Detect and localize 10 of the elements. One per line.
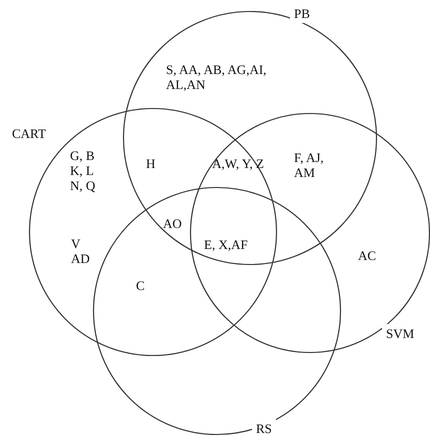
region-members: S, AA, AB, AG,AI, AL,AN [166, 62, 268, 92]
region-members: H [146, 156, 156, 171]
region-members: V AD [71, 236, 91, 266]
region-members: C [136, 278, 146, 293]
region-members: A,W, Y, Z [212, 156, 264, 171]
region-members: G, B K, L N, Q [70, 148, 96, 193]
region-members: AC [358, 248, 378, 263]
region-members: AO [163, 216, 183, 231]
region-members: F, AJ, AM [294, 150, 325, 180]
region-members: E, X,AF [204, 237, 249, 252]
